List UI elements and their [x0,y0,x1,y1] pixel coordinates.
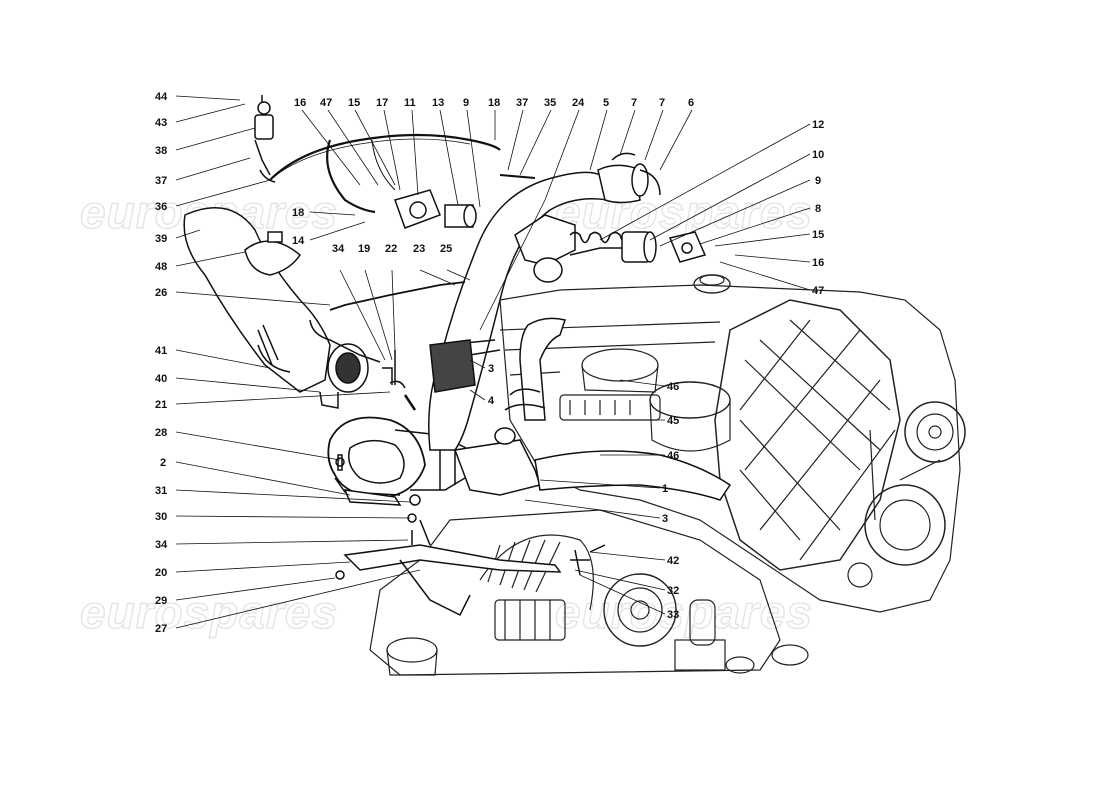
watermark-bottom-left: eurospares [80,586,338,638]
callout-24: 24 [572,97,585,109]
callout-42: 42 [667,555,679,567]
callout-labels: 44 43 38 37 36 39 48 26 41 40 21 28 2 31… [155,91,824,635]
callout-37: 37 [155,175,167,187]
callout-34-mid: 34 [332,243,345,255]
callout-3: 3 [488,363,494,375]
callout-17: 17 [376,97,388,109]
callout-37-top: 37 [516,97,528,109]
callout-18: 18 [488,97,500,109]
callout-8: 8 [815,203,821,215]
callout-36: 36 [155,201,167,213]
callout-22: 22 [385,243,397,255]
callout-38: 38 [155,145,167,157]
callout-29: 29 [155,595,167,607]
callout-47: 47 [320,97,332,109]
callout-7: 7 [631,97,637,109]
callout-18-left: 18 [292,207,304,219]
callout-47-right: 47 [812,285,824,297]
callout-33: 33 [667,609,679,621]
callout-9-right: 9 [815,175,821,187]
callout-6: 6 [688,97,694,109]
callout-28: 28 [155,427,167,439]
callout-35: 35 [544,97,556,109]
watermark-bottom-right: eurospares [555,586,813,638]
callout-20: 20 [155,567,167,579]
callout-2: 2 [160,457,166,469]
callout-7-second: 7 [659,97,665,109]
callout-27: 27 [155,623,167,635]
callout-23: 23 [413,243,425,255]
callout-25: 25 [440,243,452,255]
callout-15-right: 15 [812,229,824,241]
callout-32: 32 [667,585,679,597]
callout-9: 9 [463,97,469,109]
callout-40: 40 [155,373,167,385]
callout-10: 10 [812,149,824,161]
callout-13: 13 [432,97,444,109]
callout-3-lower: 3 [662,513,668,525]
callout-12: 12 [812,119,824,131]
callout-46-lower: 46 [667,450,679,462]
callout-43: 43 [155,117,167,129]
callout-48: 48 [155,261,167,273]
callout-19: 19 [358,243,370,255]
callout-1: 1 [662,483,668,495]
callout-44: 44 [155,91,168,103]
callout-11: 11 [404,97,416,109]
callout-46: 46 [667,381,679,393]
turbo-assembly [183,95,732,617]
callout-16-right: 16 [812,257,824,269]
callout-5: 5 [603,97,609,109]
callout-21: 21 [155,399,167,411]
callout-16: 16 [294,97,306,109]
callout-26: 26 [155,287,167,299]
callout-4: 4 [488,395,495,407]
callout-31: 31 [155,485,167,497]
callout-39: 39 [155,233,167,245]
callout-15: 15 [348,97,360,109]
callout-30: 30 [155,511,167,523]
engine-block [369,274,966,676]
callout-45: 45 [667,415,679,427]
leader-lines [175,95,811,629]
callout-34: 34 [155,539,168,551]
callout-41: 41 [155,345,167,357]
callout-14: 14 [292,235,305,247]
